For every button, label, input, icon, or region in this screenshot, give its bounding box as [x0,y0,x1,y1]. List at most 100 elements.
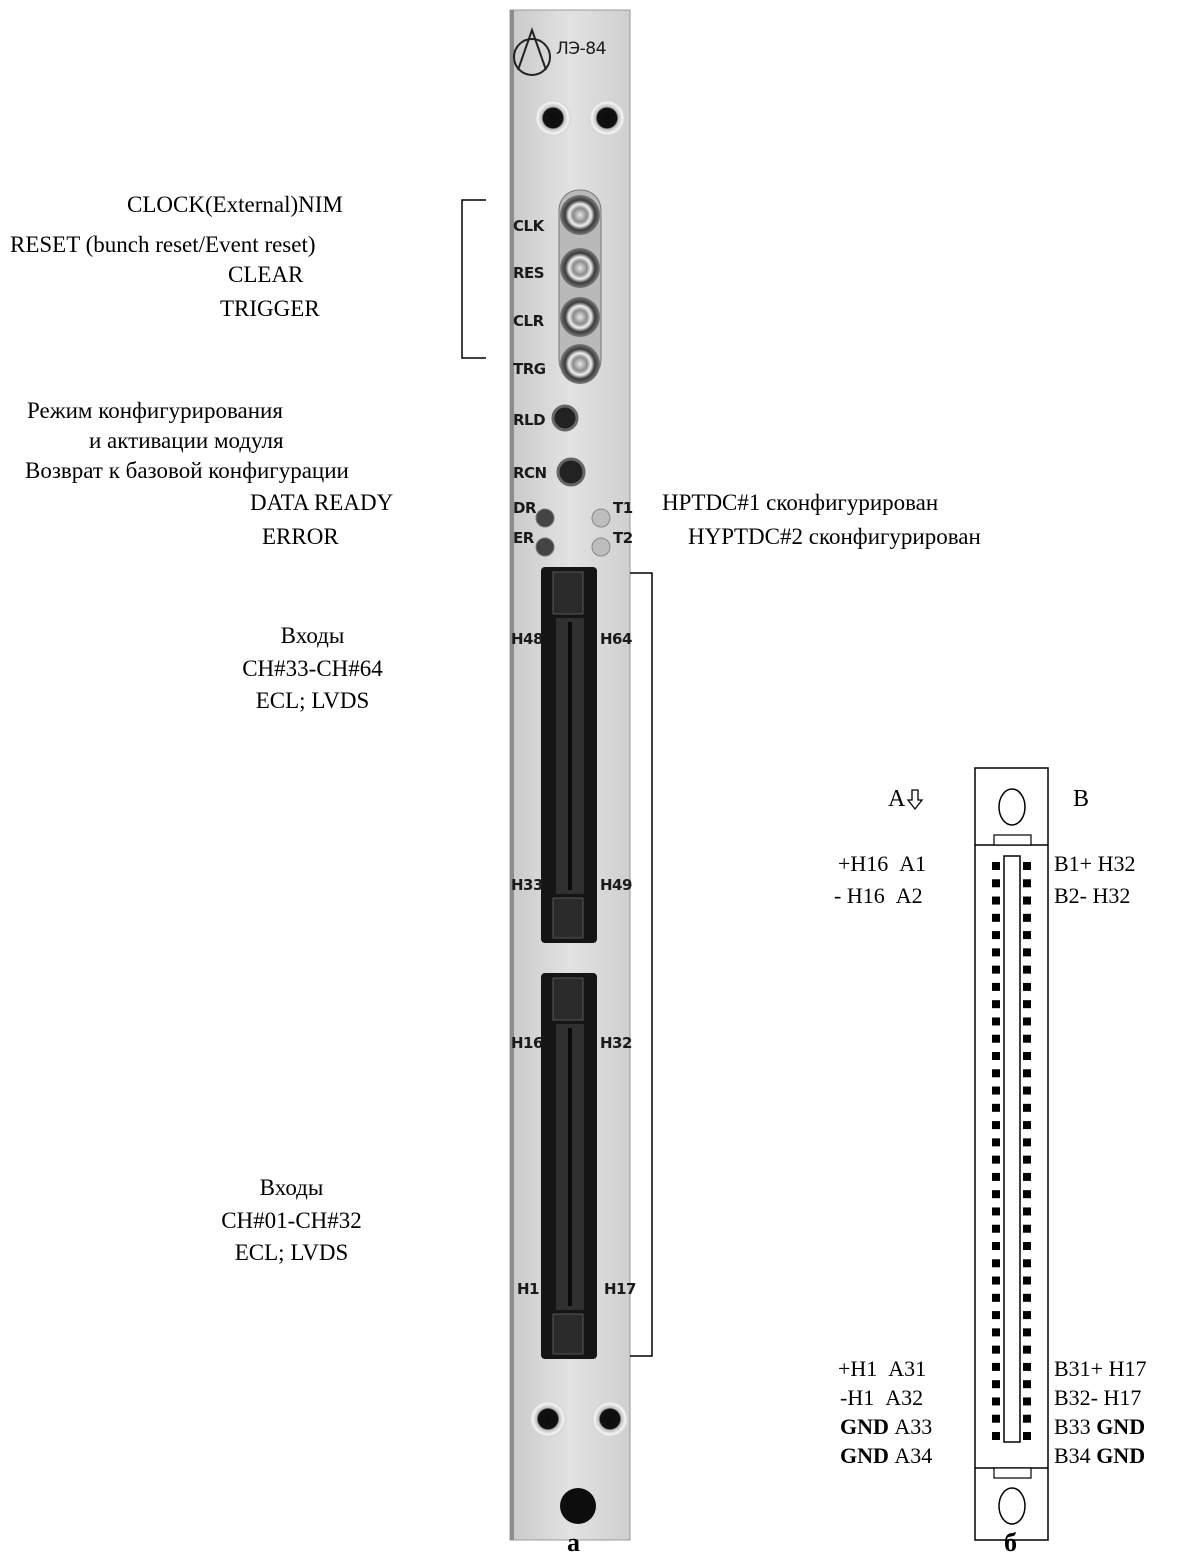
inputs-lower-title: Входы [259,1175,324,1200]
connector-pin [1023,1190,1031,1199]
connector-pin [992,1086,1000,1095]
connector-pin [992,1000,1000,1009]
bracket-inputs [630,572,653,1357]
label-trg: TRG [513,360,546,378]
logo-icon [513,26,551,76]
t2-led [591,537,611,557]
label-h48: H48 [511,630,543,648]
connector-pin [1023,1172,1031,1181]
bnc-trg-connector [560,344,600,384]
pin-label-b34: B34 GND [1054,1443,1146,1468]
pin-label-b2: B2- H32 [1054,883,1131,908]
label-h1: H1 [517,1280,540,1298]
annotation-return-base: Возврат к базовой конфигурации [25,458,349,483]
connector-pin [992,1172,1000,1181]
pin-label-a31: +H1 A31 [838,1356,927,1381]
connector-pin [992,1069,1000,1078]
inputs-lower-levels: ECL; LVDS [234,1240,349,1265]
connector-pin [1023,862,1031,870]
label-h49: H49 [600,876,632,894]
inputs-upper-levels: ECL; LVDS [255,688,370,713]
bnc-clr-connector [560,297,600,337]
connector-pin [1023,913,1031,922]
connector-pin [1023,1345,1031,1354]
pin-label-a32: -H1 A32 [840,1385,924,1410]
connector-pin [992,1017,1000,1026]
pin-label-a33: GND A33 [840,1414,933,1439]
pin-label-b33: B33 GND [1054,1414,1146,1439]
connector-pin [1023,1034,1031,1043]
connector-pin [992,1259,1000,1268]
connector-pin [1023,1380,1031,1389]
pin-label-a2: - H16 A2 [834,883,923,908]
connector-pin [992,1242,1000,1250]
caption-a: а [567,1528,580,1557]
mounting-hole [530,1401,566,1437]
down-arrow-icon [906,789,924,811]
connector-pin [1023,965,1031,974]
connector-pin [992,1380,1000,1389]
pin-label-a1: +H16 A1 [838,851,927,876]
label-clk: CLK [513,217,544,235]
connector-pin-rows [992,862,1031,1440]
front-panel [509,9,631,1541]
t1-led [591,508,611,528]
connector-pin [1023,1311,1031,1320]
connector-pin [1023,1138,1031,1147]
connector-pin [1023,896,1031,905]
label-rcn: RCN [513,464,547,482]
connector-col-b: B [1073,786,1090,812]
connector-pinout-drawing [906,767,1049,1541]
mounting-hole [535,100,571,136]
bracket-bnc [461,199,486,359]
connector-pin [992,965,1000,974]
connector-pin [992,1224,1000,1233]
annotation-trigger: TRIGGER [220,296,320,321]
connector-pin [992,879,1000,888]
annotation-data-ready: DATA READY [250,490,394,515]
connector-pin [1023,1207,1031,1216]
inputs-upper-title: Входы [280,623,345,648]
connector-pin [992,862,1000,870]
connector-pin [992,1121,1000,1130]
connector-pin [1023,1259,1031,1268]
connector-pin [1023,1052,1031,1060]
connector-pin [992,1362,1000,1371]
connector-pin [1023,1224,1031,1233]
annotation-config-mode-2: и активации модуля [89,428,284,453]
connector-pin [992,948,1000,957]
connector-pin [992,913,1000,922]
connector-pin [1023,948,1031,957]
label-er: ER [513,529,534,547]
bnc-res-connector [560,248,600,288]
connector-pin [1023,879,1031,888]
connector-pin [992,1276,1000,1285]
connector-pin [992,982,1000,991]
er-led [535,537,555,557]
rcn-button [556,457,586,487]
label-t1: T1 [613,499,633,517]
connector-pin [1023,1397,1031,1406]
lower-input-connector [541,973,597,1359]
upper-input-connector [541,567,597,943]
connector-pin [1023,1086,1031,1095]
mounting-hole [560,1488,596,1524]
connector-pin [1023,1293,1031,1302]
pin-label-b32: B32- H17 [1054,1385,1142,1410]
connector-pin [1023,931,1031,940]
connector-pin [992,1414,1000,1423]
connector-pin [1023,982,1031,991]
label-rld: RLD [513,411,546,429]
connector-pin [1023,1103,1031,1112]
panel-logo-text: ЛЭ-84 [556,39,606,59]
connector-pin [992,1103,1000,1112]
label-dr: DR [513,499,537,517]
connector-pin [992,1345,1000,1354]
connector-pin [1023,1069,1031,1078]
connector-pin [992,1397,1000,1406]
connector-pin [1023,1121,1031,1130]
pin-label-b1: B1+ H32 [1054,851,1136,876]
pin-label-b31: B31+ H17 [1054,1356,1147,1381]
annotation-hptdc2: HYPTDC#2 сконфигурирован [688,524,981,549]
